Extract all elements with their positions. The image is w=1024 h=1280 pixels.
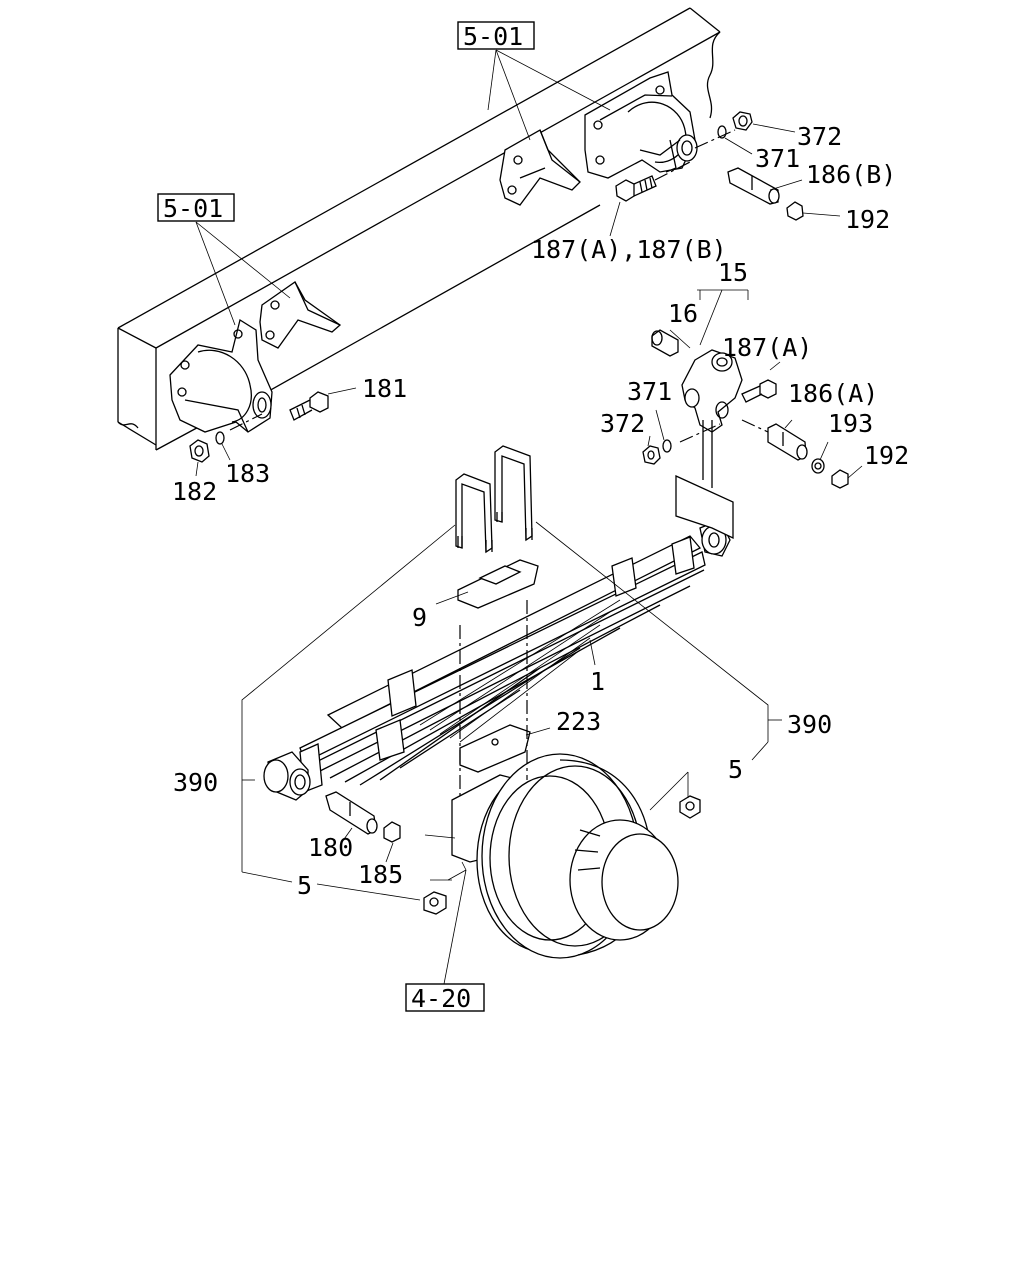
label-5-right: 5 xyxy=(728,755,743,784)
frame-rail xyxy=(117,7,721,451)
label-187ab: 187(A),187(B) xyxy=(531,235,727,264)
frame-bracket-top xyxy=(499,129,581,206)
label-186a: 186(A) xyxy=(788,379,878,408)
ref-box-frame-top[interactable]: 5-01 xyxy=(457,21,535,51)
hardware-left xyxy=(189,391,329,463)
label-182: 182 xyxy=(172,477,217,506)
label-180: 180 xyxy=(308,833,353,862)
label-181: 181 xyxy=(362,374,407,403)
u-bolts xyxy=(455,445,533,554)
label-371-mid: 371 xyxy=(627,377,672,406)
leader-lines xyxy=(195,123,863,901)
ref-box-axle[interactable]: 4-20 xyxy=(405,983,485,1013)
label-185: 185 xyxy=(358,860,403,889)
part-labels: 372 371 186(B) 192 187(A),187(B) 15 16 1… xyxy=(172,122,909,900)
spacer-plate xyxy=(459,724,531,773)
label-9: 9 xyxy=(412,603,427,632)
label-186b: 186(B) xyxy=(806,160,896,189)
ref-frame-top-text: 5-01 xyxy=(463,22,523,51)
leaf-spring xyxy=(263,474,734,843)
label-193: 193 xyxy=(828,409,873,438)
label-183: 183 xyxy=(225,459,270,488)
label-1: 1 xyxy=(590,667,605,696)
label-192-top: 192 xyxy=(845,205,890,234)
front-hanger-bracket xyxy=(169,318,273,433)
label-390-left: 390 xyxy=(173,768,218,797)
axle-hub xyxy=(424,600,679,959)
frame-bracket-left xyxy=(259,281,342,349)
label-192-mid: 192 xyxy=(864,441,909,470)
spring-seat xyxy=(457,559,539,609)
nut-5-left xyxy=(423,891,447,915)
shackle-assembly xyxy=(642,329,849,489)
label-372-mid: 372 xyxy=(600,409,645,438)
ref-leaders xyxy=(195,49,611,985)
ref-axle-text: 4-20 xyxy=(411,984,471,1013)
label-390-right: 390 xyxy=(787,710,832,739)
label-223: 223 xyxy=(556,707,601,736)
label-5-left: 5 xyxy=(297,871,312,900)
label-371-top: 371 xyxy=(755,144,800,173)
label-16: 16 xyxy=(668,299,698,328)
ref-frame-left-text: 5-01 xyxy=(163,194,223,223)
label-372-top: 372 xyxy=(797,122,842,151)
nut-5-right xyxy=(679,795,701,819)
rear-hanger-bracket xyxy=(584,71,698,179)
label-15: 15 xyxy=(718,258,748,287)
hardware-top-right xyxy=(615,111,804,221)
label-187a: 187(A) xyxy=(722,333,812,362)
ref-box-frame-left[interactable]: 5-01 xyxy=(157,193,235,223)
